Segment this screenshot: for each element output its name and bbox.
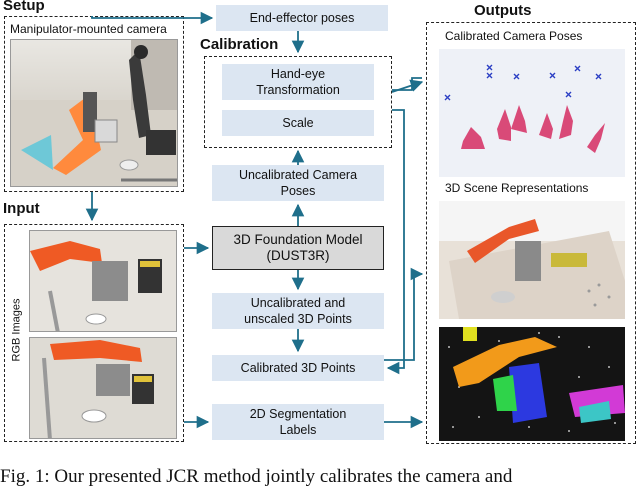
uncalibrated-points-label-2: unscaled 3D Points — [244, 312, 352, 326]
outputs-panel: Calibrated Camera Poses 3D Scene Represe… — [426, 22, 636, 444]
scale-label: Scale — [282, 116, 314, 130]
segmentation-box: 2D Segmentation Labels — [212, 404, 384, 440]
uncalibrated-poses-label-1: Uncalibrated Camera — [238, 168, 358, 182]
camera-poses-plot-content — [444, 64, 605, 153]
camera-poses-label: Calibrated Camera Poses — [445, 29, 583, 43]
foundation-model-label-2: (DUST3R) — [266, 248, 330, 263]
segmented-scene-content — [439, 327, 625, 441]
arrow-calibration-to-calibrated-points — [386, 109, 405, 375]
uncalibrated-poses-box: Uncalibrated Camera Poses — [212, 165, 384, 201]
calibrated-points-box: Calibrated 3D Points — [212, 355, 384, 381]
setup-photo — [10, 39, 178, 187]
input-panel: RGB Images — [4, 224, 184, 442]
scene-representation-label: 3D Scene Representations — [445, 181, 589, 195]
end-effector-poses-box: End-effector poses — [216, 5, 388, 31]
setup-title: Setup — [3, 0, 45, 14]
setup-panel: Manipulator-mounted camera — [4, 16, 184, 192]
camera-poses-plot — [439, 49, 625, 177]
robot-arm-scene-image — [11, 40, 177, 186]
segmentation-label-1: 2D Segmentation — [249, 407, 347, 421]
rgb-image-1 — [29, 230, 177, 332]
foundation-model-label-1: 3D Foundation Model — [233, 232, 363, 247]
arrow-calibrated-to-scene — [384, 267, 424, 361]
rgb-image-2-content — [30, 338, 176, 438]
uncalibrated-points-label-1: Uncalibrated and — [250, 296, 346, 310]
rgb-images-label: RGB Images — [10, 298, 22, 362]
camera-pose-cones — [461, 105, 605, 153]
rgb-image-2 — [29, 337, 177, 439]
outputs-title: Outputs — [474, 2, 532, 19]
hand-eye-label-1: Hand-eye — [270, 67, 326, 81]
uncalibrated-points-box: Uncalibrated and unscaled 3D Points — [212, 293, 384, 329]
scene-reconstruction-image — [439, 201, 625, 319]
scale-box: Scale — [222, 110, 374, 136]
camera-position-markers — [444, 64, 602, 101]
uncalibrated-poses-label-2: Poses — [280, 184, 316, 198]
foundation-model-box: 3D Foundation Model (DUST3R) — [212, 226, 384, 270]
input-title: Input — [3, 200, 40, 217]
scene-reconstruction-content — [439, 219, 625, 319]
hand-eye-label-2: Transformation — [256, 83, 340, 97]
calibration-panel — [204, 56, 392, 148]
arrow-calibration-to-outputs — [392, 77, 422, 91]
figure-caption: Fig. 1: Our presented JCR method jointly… — [0, 466, 513, 487]
arrow-calibration-to-camera-poses — [391, 79, 424, 93]
calibrated-points-label: Calibrated 3D Points — [240, 361, 356, 375]
end-effector-poses-label: End-effector poses — [249, 11, 355, 25]
rgb-image-1-content — [30, 231, 176, 331]
segmented-scene-image — [439, 327, 625, 441]
hand-eye-box: Hand-eye Transformation — [222, 64, 374, 100]
segmentation-label-2: Labels — [279, 423, 317, 437]
calibration-title: Calibration — [200, 36, 279, 53]
setup-photo-label: Manipulator-mounted camera — [10, 22, 167, 36]
